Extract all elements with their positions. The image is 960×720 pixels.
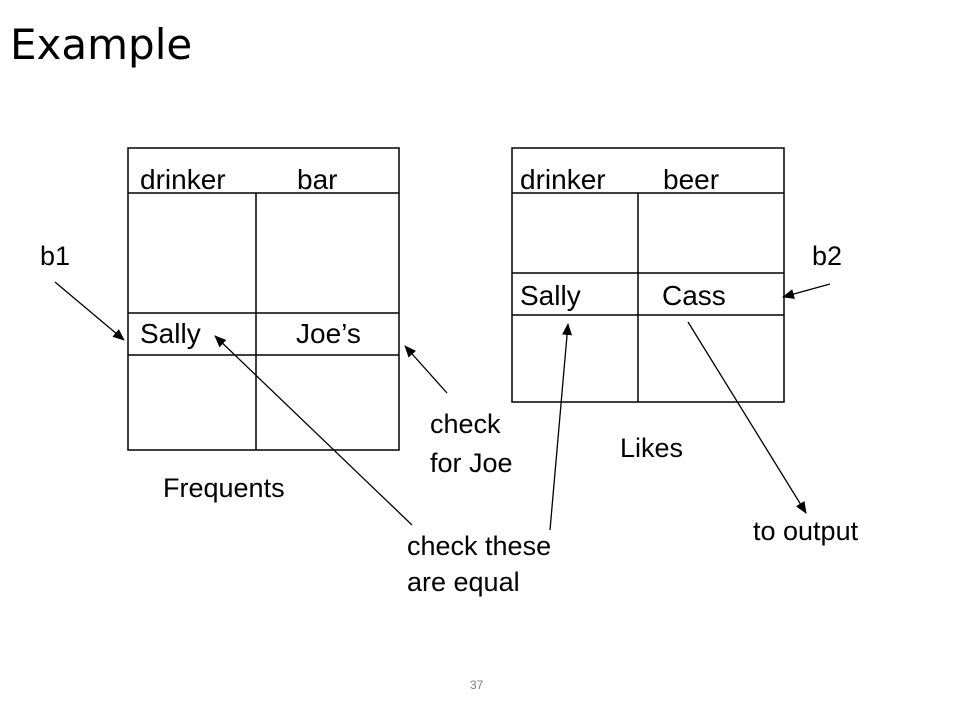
likes-cell-beer: Cass [662,280,726,311]
b1-label: b1 [40,241,71,271]
frequents-cell-bar: Joe’s [296,318,361,349]
check-equal-line1: check these [407,531,552,561]
check-equal-line2: are equal [407,567,520,597]
likes-table-name: Likes [620,433,684,463]
frequents-table [127,147,400,451]
check-for-joe-line2: for Joe [430,448,513,478]
check-equal-arrow-likes [549,323,573,531]
frequents-header-drinker: drinker [140,164,226,195]
b1-arrow [54,281,125,341]
likes-header-beer: beer [663,164,720,195]
to-output-label: to output [753,516,859,546]
check-for-joe-line1: check [430,409,501,439]
likes-table [511,147,785,403]
likes-header-drinker: drinker [520,164,606,195]
page-number: 37 [470,678,484,692]
frequents-cell-drinker: Sally [140,318,201,349]
to-output-arrow [687,321,807,514]
slide-title: Example [10,20,193,69]
likes-cell-drinker: Sally [520,280,581,311]
b2-label: b2 [812,241,843,271]
check-joe-arrow [404,345,448,394]
check-equal-arrow-frequents [214,335,413,526]
frequents-table-name: Frequents [163,473,285,503]
frequents-header-bar: bar [297,164,338,195]
b2-arrow [782,283,831,299]
